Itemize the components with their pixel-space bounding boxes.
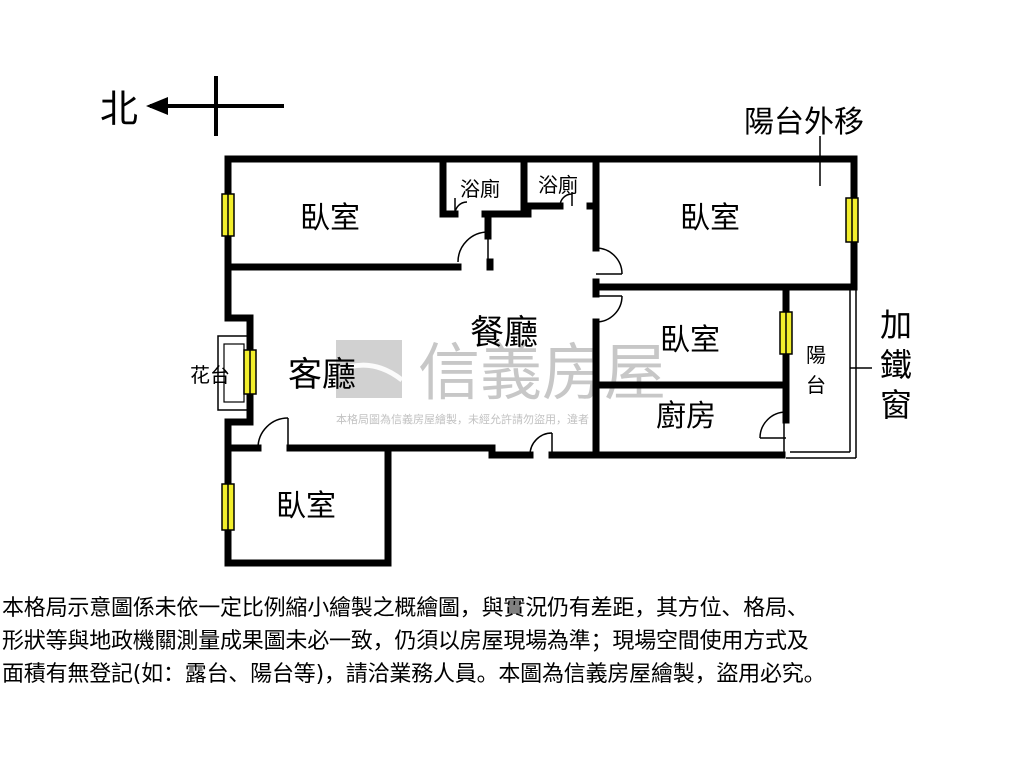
iron-window-outline xyxy=(786,286,872,459)
north-label: 北 xyxy=(100,87,138,131)
room-bedroom-nw: 臥室 xyxy=(300,201,360,236)
room-bedroom-ne: 臥室 xyxy=(680,201,740,236)
room-bedroom-mid: 臥室 xyxy=(660,323,720,358)
balcony-moved-out-label: 陽台外移 xyxy=(744,105,864,140)
room-balcony-char-1: 陽 xyxy=(806,343,826,367)
north-arrow-icon xyxy=(146,76,284,136)
disclaimer-text: 本格局示意圖係未依一定比例縮小繪製之概繪圖，與實況仍有差距，其方位、格局、 形狀… xyxy=(2,592,1022,691)
room-balcony-char-2: 台 xyxy=(806,373,826,397)
watermark-brand: 信義房屋 xyxy=(418,336,666,409)
floor-plan: 信義房屋 本格局圖為信義房屋繪製，未經允許請勿盜用，違者 北 xyxy=(100,76,912,567)
doors xyxy=(257,192,787,456)
watermark-notice: 本格局圖為信義房屋繪製，未經允許請勿盜用，違者 xyxy=(336,412,589,426)
room-bath-2: 浴廁 xyxy=(538,173,578,197)
planter-label: 花台 xyxy=(190,363,230,387)
room-bath-1: 浴廁 xyxy=(460,177,500,201)
windows xyxy=(221,193,859,531)
iron-window-char-2: 鐵 xyxy=(880,346,912,384)
disclaimer-line-3: 面積有無登記(如：露台、陽台等)，請洽業務人員。本圖為信義房屋繪製，盜用必究。 xyxy=(2,662,826,687)
room-bedroom-sw: 臥室 xyxy=(276,489,336,524)
room-dining: 餐廳 xyxy=(470,313,538,353)
room-kitchen: 廚房 xyxy=(656,399,716,434)
iron-window-char-3: 窗 xyxy=(880,386,912,424)
iron-window-char-1: 加 xyxy=(880,306,912,344)
disclaimer-line-1: 本格局示意圖係未依一定比例縮小繪製之概繪圖，與實況仍有差距，其方位、格局、 xyxy=(2,596,809,621)
disclaimer-line-2: 形狀等與地政機關測量成果圖未必一致，仍須以房屋現場為準；現場空間使用方式及 xyxy=(2,629,809,654)
room-living: 客廳 xyxy=(288,355,356,395)
watermark: 信義房屋 本格局圖為信義房屋繪製，未經允許請勿盜用，違者 xyxy=(334,336,666,426)
